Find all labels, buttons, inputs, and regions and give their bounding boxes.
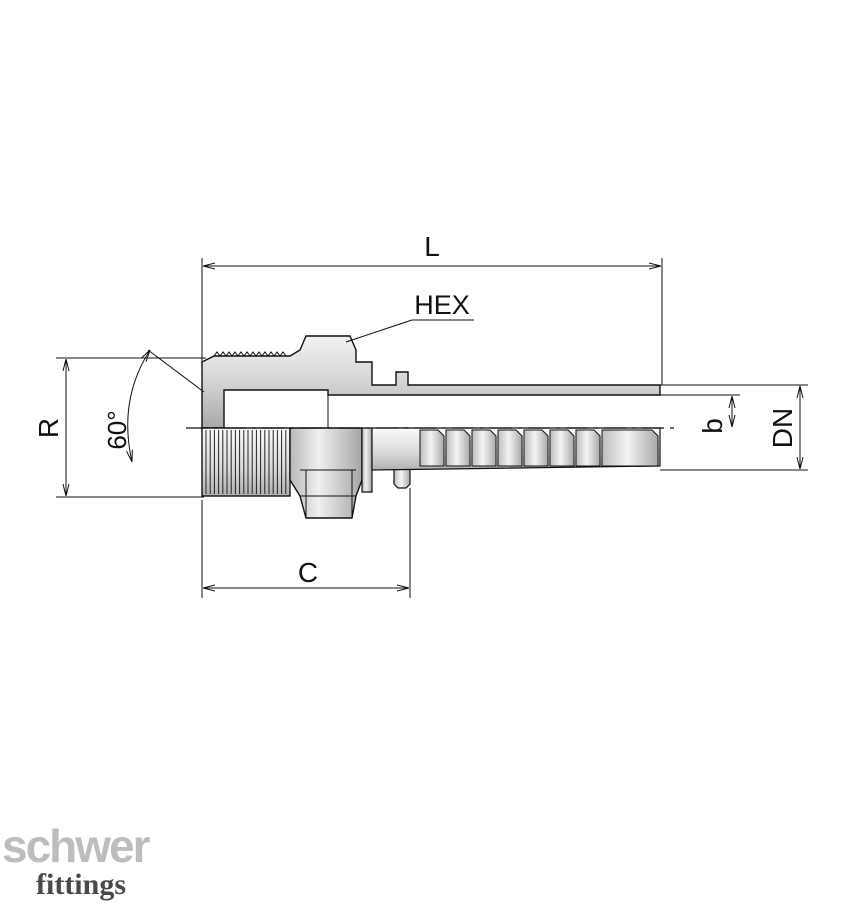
barb-rib <box>601 429 659 467</box>
dimension-label-l: L <box>424 231 440 262</box>
upper-thread <box>213 351 287 357</box>
barb-rib <box>445 429 471 467</box>
brand-logo-tagline: fittings <box>36 868 126 901</box>
dimension-label-b: b <box>697 418 728 434</box>
barb-rib <box>575 429 601 467</box>
dimension-label-hex: HEX <box>414 290 470 320</box>
barb-ribs <box>419 429 659 467</box>
barb-rib <box>523 429 549 467</box>
barb-rib <box>497 429 523 467</box>
collar <box>361 427 373 493</box>
dimension-label-dn: DN <box>767 408 798 448</box>
thread-body <box>201 427 291 497</box>
brand-logo: schwer fittings <box>2 820 153 901</box>
barb-rib <box>549 429 575 467</box>
dimension-label-r: R <box>33 418 64 438</box>
dimension-label-angle: 60° <box>102 410 132 449</box>
barb-rib <box>471 429 497 467</box>
upper-section <box>201 335 661 429</box>
hex-nut <box>289 427 363 519</box>
dimension-label-c: C <box>298 557 318 588</box>
fitting-body <box>201 335 661 519</box>
barb-rib <box>419 429 445 467</box>
thread-lines <box>205 430 291 494</box>
brand-logo-name: schwer <box>2 820 151 872</box>
dimension-lines <box>56 258 808 598</box>
